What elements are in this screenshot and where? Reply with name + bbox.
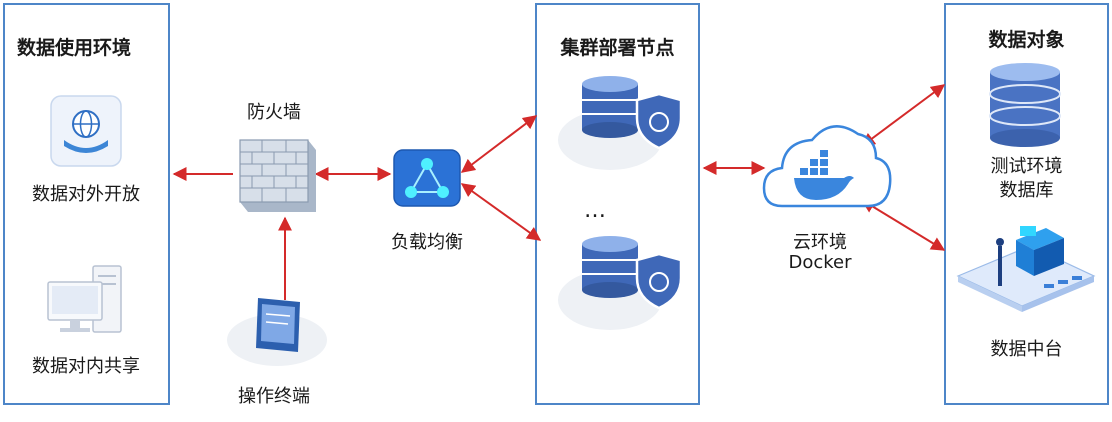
- arrow-lb-cluster-top: [460, 115, 538, 173]
- label-ellipsis: …: [584, 198, 606, 223]
- middle-panel-title: 集群部署节点: [560, 37, 675, 59]
- label-firewall: 防火墙: [247, 102, 301, 123]
- right-panel-title: 数据对象: [988, 29, 1065, 51]
- panel-cluster-nodes: [535, 3, 700, 405]
- arrow-cloud-testdb: [860, 84, 946, 147]
- label-cloud-line1: 云环境: [793, 232, 847, 253]
- arrow-lb-cluster-bottom: [460, 183, 542, 241]
- arrow-cloud-platform: [860, 199, 946, 251]
- label-share-internal: 数据对内共享: [32, 356, 140, 377]
- label-load-balance: 负载均衡: [391, 232, 463, 253]
- label-testdb-line1: 测试环境: [990, 156, 1063, 177]
- label-data-platform: 数据中台: [990, 339, 1063, 360]
- left-panel-title: 数据使用环境: [17, 37, 132, 59]
- label-open-external: 数据对外开放: [32, 184, 140, 205]
- panel-data-usage-env: [3, 3, 170, 405]
- label-testdb-line2: 数据库: [999, 180, 1054, 201]
- label-cloud-line2: Docker: [788, 252, 852, 273]
- label-terminal: 操作终端: [238, 386, 310, 407]
